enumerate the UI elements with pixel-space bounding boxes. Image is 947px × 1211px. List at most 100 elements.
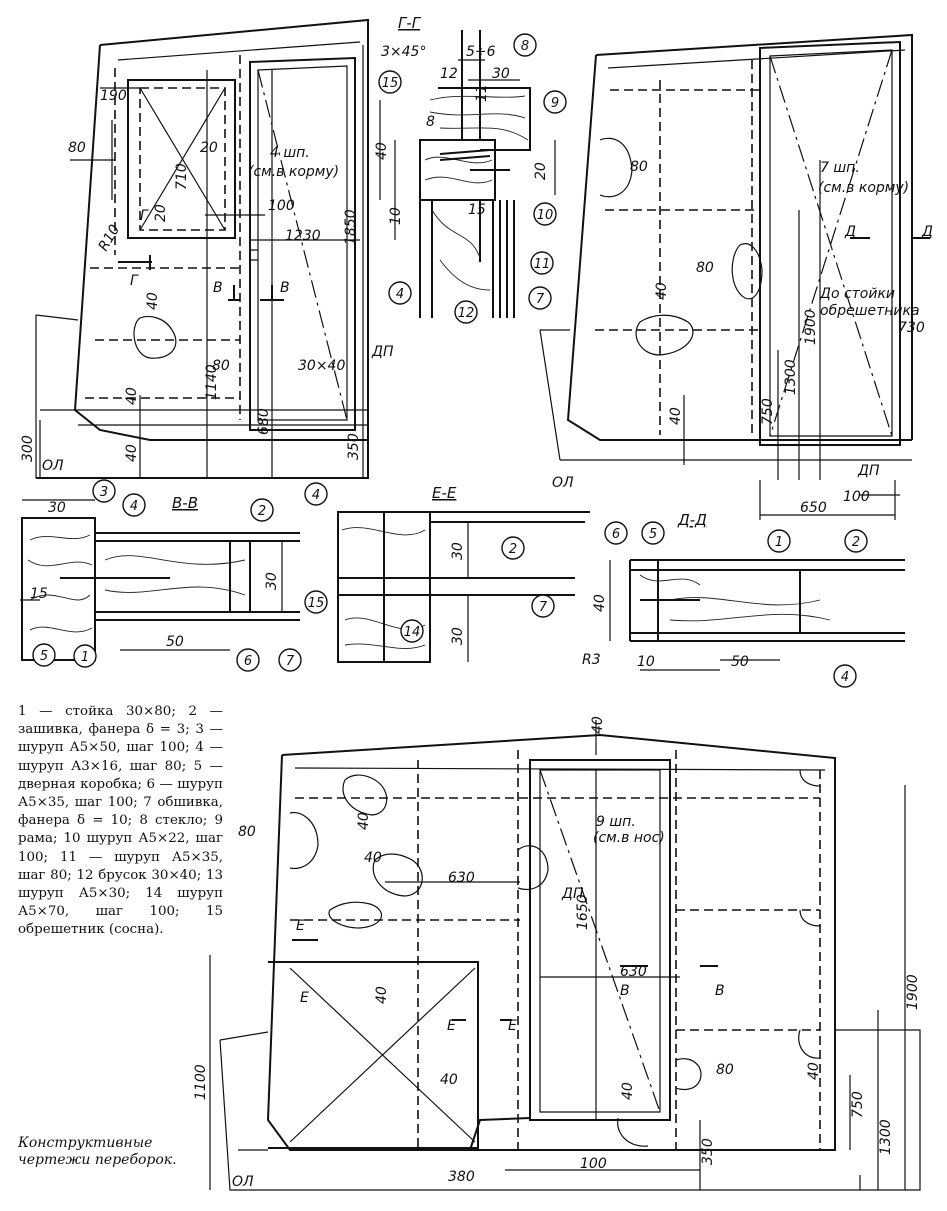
- dim-650: 650: [800, 500, 827, 516]
- dim-1900-a: 1900: [803, 309, 819, 345]
- dim-30-c: 30: [264, 572, 280, 590]
- callout-3-text: 3: [100, 485, 108, 500]
- dim-40-e: 40: [654, 282, 670, 300]
- dim-380: 380: [448, 1169, 475, 1185]
- callout-10-text: 10: [537, 208, 554, 223]
- dim-680: 680: [256, 408, 272, 435]
- dim-350-a: 350: [346, 433, 362, 460]
- callout-1b: [767, 529, 791, 553]
- dim-30-a: 30: [492, 66, 510, 82]
- callout-7c-text: 7: [539, 600, 548, 615]
- bulkhead-aft-left: [35, 18, 369, 479]
- section-vv: В-В: [20, 494, 300, 661]
- callout-4d-text: 4: [841, 670, 849, 685]
- dim-1650: 1650: [575, 894, 591, 930]
- note-9-frames-bow: (см.в нос): [593, 830, 665, 846]
- dim-100-a: 100: [268, 198, 295, 214]
- note-ol-b: ОЛ: [552, 475, 574, 491]
- dim-10-b: 10: [637, 654, 655, 670]
- section-gg: Г-Г: [379, 14, 556, 318]
- section-label-dd: Д-Д: [677, 511, 707, 529]
- callout-4b-text: 4: [130, 499, 138, 514]
- callout-11: [530, 251, 554, 275]
- note-4-frames-aft: (см.в корму): [248, 164, 339, 180]
- marker-g-1: Г: [140, 208, 149, 224]
- dim-20-b: 20: [153, 204, 169, 222]
- callout-2a-text: 2: [258, 504, 266, 519]
- dim-80-d: 80: [696, 260, 714, 276]
- marker-v-1: В: [213, 280, 223, 296]
- dim-8: 8: [426, 114, 435, 130]
- dim-750-b: 750: [850, 1091, 866, 1118]
- dim-10-a: 10: [388, 207, 404, 225]
- callout-14-text: 14: [404, 625, 421, 640]
- dim-190: 190: [100, 88, 127, 104]
- callout-6a-text: 6: [244, 654, 252, 669]
- callout-6b: [604, 521, 628, 545]
- note-to-post: До стойки: [819, 286, 895, 302]
- dim-15-a: 15: [468, 202, 486, 218]
- dim-730: 730: [898, 320, 925, 336]
- section-label-gg: Г-Г: [398, 14, 422, 32]
- callout-2c-text: 2: [852, 535, 860, 550]
- dim-40-i: 40: [356, 812, 372, 830]
- dim-80-a: 80: [68, 140, 86, 156]
- note-lathing: обрешетника: [820, 303, 920, 319]
- callout-5a-text: 5: [40, 649, 48, 664]
- marker-e-4: Е: [508, 1018, 517, 1034]
- dim-12: 12: [440, 66, 458, 82]
- callout-8: [513, 33, 537, 57]
- dim-1140: 1140: [204, 364, 220, 400]
- note-7-frames-aft: (см.в корму): [818, 180, 909, 196]
- dim-50-a: 50: [166, 634, 184, 650]
- callout-7c: [531, 594, 555, 618]
- note-gap: 5÷6: [466, 44, 496, 60]
- parts-legend: 1 — стойка 30×80; 2 — зашивка, фанера δ …: [18, 703, 223, 940]
- dim-630-b: 630: [620, 964, 647, 980]
- callout-15a: [378, 70, 402, 94]
- dim-40-d: 40: [374, 142, 390, 160]
- bulkhead-aft-right: [539, 33, 930, 520]
- callout-8-text: 8: [521, 39, 529, 54]
- callout-3: [92, 479, 116, 503]
- callout-4a-text: 4: [396, 287, 404, 302]
- callout-12: [454, 300, 478, 324]
- dim-15-b: 15: [30, 586, 48, 602]
- dim-300: 300: [20, 435, 36, 462]
- callout-7b: [278, 648, 302, 672]
- marker-v-3: В: [620, 983, 630, 999]
- callout-5b-text: 5: [649, 527, 657, 542]
- dim-1300-b: 1300: [878, 1119, 894, 1155]
- callout-7a: [528, 286, 552, 310]
- dim-350-b: 350: [700, 1138, 716, 1165]
- section-label-ee: Е-Е: [432, 484, 457, 502]
- callout-4d: [833, 664, 857, 688]
- note-4-frames: 4 шп.: [270, 145, 310, 161]
- legend-text: 1 — стойка 30×80; 2 — зашивка, фанера δ …: [18, 704, 223, 938]
- dim-40-f: 40: [668, 407, 684, 425]
- callout-15b-text: 15: [308, 596, 325, 611]
- callout-1a: [73, 644, 97, 668]
- marker-v-2: В: [280, 280, 290, 296]
- marker-d-2: Д: [921, 224, 933, 240]
- callout-9-text: 9: [551, 96, 559, 111]
- callout-4b: [122, 493, 146, 517]
- dim-630-a: 630: [448, 870, 475, 886]
- callout-4c-text: 4: [312, 488, 320, 503]
- callout-5a: [32, 643, 56, 667]
- callout-4a: [388, 281, 412, 305]
- dim-710: 710: [174, 163, 190, 190]
- callout-7a-text: 7: [536, 292, 545, 307]
- dim-100-c: 100: [580, 1156, 607, 1172]
- note-ol-a: ОЛ: [42, 458, 64, 474]
- callout-1a-text: 1: [81, 650, 89, 665]
- dim-40-j: 40: [364, 850, 382, 866]
- note-9-frames: 9 шп.: [596, 814, 636, 830]
- figure-caption: Конструктивные чертежи переборок.: [18, 1135, 177, 1168]
- dim-40-l: 40: [440, 1072, 458, 1088]
- note-bar: 30×40: [298, 358, 345, 374]
- dim-1100: 1100: [193, 1064, 209, 1100]
- section-dd: Д-Д: [609, 511, 905, 671]
- dim-40-a: 40: [145, 292, 161, 310]
